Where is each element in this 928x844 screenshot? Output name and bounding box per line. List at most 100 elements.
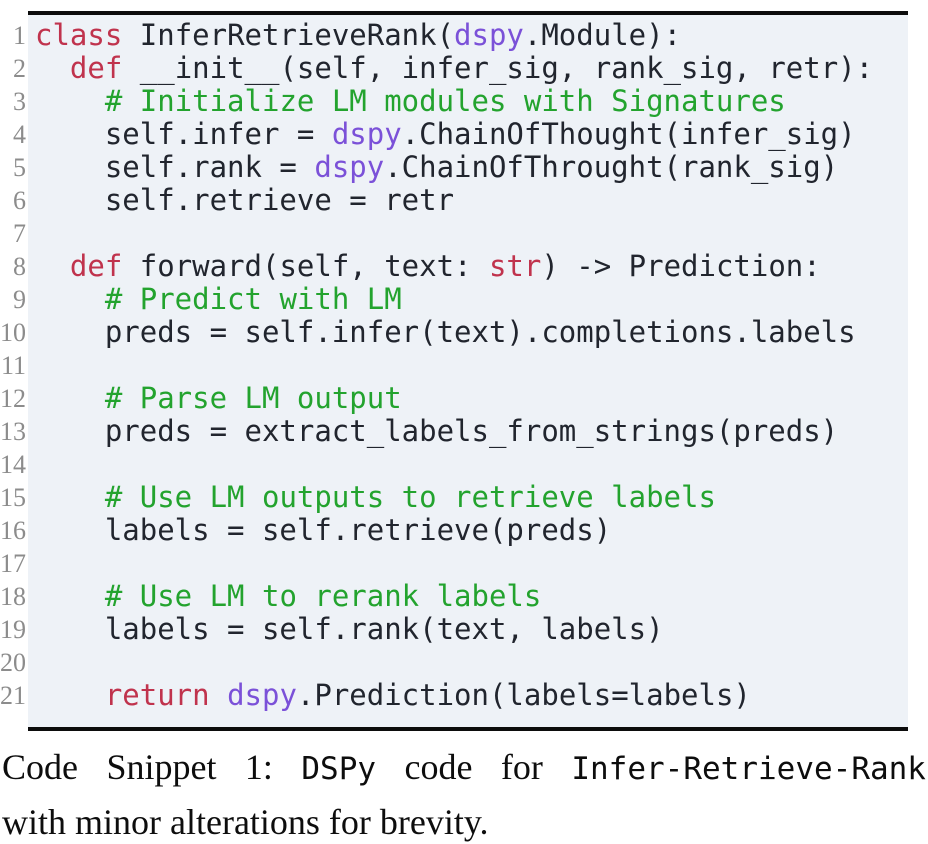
line-number: 20 [0,648,26,677]
code-token-kw: def [69,51,123,85]
code-token-kw: str [488,249,542,283]
code-text: preds = extract_labels_from_strings(pred… [26,415,838,448]
line-number: 3 [13,87,26,116]
code-token-p [210,678,227,712]
line-number: 14 [0,450,26,479]
caption-word: Infer-Retrieve-Rank [571,751,926,787]
code-text: # Initialize LM modules with Signatures [26,85,786,118]
line-number: 21 [0,681,26,710]
line-number: 19 [0,615,26,644]
line-number: 2 [13,54,26,83]
code-line: 18 # Use LM to rerank labels [0,580,908,613]
code-token-kw: def [69,249,123,283]
code-token-lib: dspy [331,117,402,151]
code-token-p [35,282,105,316]
code-line: 2 def __init__(self, infer_sig, rank_sig… [0,52,908,85]
line-number: 18 [0,582,26,611]
code-text: # Parse LM output [26,382,402,415]
code-line: 21 return dspy.Prediction(labels=labels) [0,679,908,712]
code-token-p: .ChainOfThrought(rank_sig) [384,150,839,184]
code-token-p: forward(self, text: [122,249,489,283]
code-text [26,448,35,481]
code-token-p [35,480,105,514]
code-text: self.infer = dspy.ChainOfThought(infer_s… [26,118,856,151]
code-token-kw: return [104,678,210,712]
code-token-p: .Module): [523,18,682,52]
code-token-p: preds = self.infer(text).completions.lab… [35,315,856,349]
caption-word: Code [2,747,78,787]
code-token-p: labels = self.rank(text, labels) [35,612,664,646]
code-line: 11 [0,349,908,382]
code-line: 10 preds = self.infer(text).completions.… [0,316,908,349]
line-number: 15 [0,483,26,512]
line-number: 8 [13,252,26,281]
code-token-p: self.infer = [35,117,332,151]
code-line: 7 [0,217,908,250]
code-token-p [35,51,70,85]
code-token-p: self.rank = [35,150,315,184]
code-text: def forward(self, text: str) -> Predicti… [26,250,821,283]
code-text: labels = self.rank(text, labels) [26,613,664,646]
line-number: 12 [0,384,26,413]
caption-word: DSPy [301,751,377,787]
line-number: 11 [0,351,26,380]
code-token-p [35,579,105,613]
line-number: 9 [13,285,26,314]
line-number: 4 [13,120,26,149]
code-token-p: .Prediction(labels=labels) [296,678,751,712]
code-line: 19 labels = self.rank(text, labels) [0,613,908,646]
code-text: def __init__(self, infer_sig, rank_sig, … [26,52,873,85]
code-token-p: ) -> Prediction: [541,249,821,283]
code-line: 6 self.retrieve = retr [0,184,908,217]
top-rule [28,11,908,15]
code-text [26,547,35,580]
code-text [26,349,35,382]
line-number: 7 [13,219,26,248]
code-token-lib: dspy [454,18,524,52]
code-line: 17 [0,547,908,580]
code-token-p: __init__(self, infer_sig, rank_sig, retr… [122,51,874,85]
code-token-p [35,381,105,415]
caption-word: Snippet [106,747,217,787]
caption-word: for [500,747,543,787]
code-line: 3 # Initialize LM modules with Signature… [0,85,908,118]
code-token-com: # Predict with LM [104,282,402,316]
code-text: return dspy.Prediction(labels=labels) [26,679,751,712]
code-text [26,646,35,679]
code-line: 20 [0,646,908,679]
line-number: 10 [0,318,26,347]
caption-word: code [404,747,473,787]
code-line: 5 self.rank = dspy.ChainOfThrought(rank_… [0,151,908,184]
code-text: self.retrieve = retr [26,184,454,217]
code-token-kw: class [35,18,123,52]
code-token-p: preds = extract_labels_from_strings(pred… [35,414,839,448]
code-line: 13 preds = extract_labels_from_strings(p… [0,415,908,448]
bottom-rule [28,727,908,731]
code-token-p: InferRetrieveRank( [122,18,455,52]
line-number: 16 [0,516,26,545]
code-token-p: self.retrieve = retr [35,183,455,217]
code-line: 8 def forward(self, text: str) -> Predic… [0,250,908,283]
code-line: 15 # Use LM outputs to retrieve labels [0,481,908,514]
code-token-lib: dspy [314,150,385,184]
code-token-p: .ChainOfThought(infer_sig) [401,117,856,151]
code-token-p [35,678,105,712]
caption-line-2: with minor alterations for brevity. [2,802,489,842]
code-text: # Use LM to rerank labels [26,579,542,613]
code-token-p: labels = self.retrieve(preds) [35,513,612,547]
code-background [28,15,908,727]
code-token-p [35,249,70,283]
code-text: labels = self.retrieve(preds) [26,514,611,547]
code-token-com: # Initialize LM modules with Signatures [104,84,786,118]
code-token-com: # Parse LM output [104,381,402,415]
code-line: 16 labels = self.retrieve(preds) [0,514,908,547]
code-token-p [35,84,105,118]
code-line: 12 # Parse LM output [0,382,908,415]
code-line: 14 [0,448,908,481]
code-line: 9 # Predict with LM [0,283,908,316]
